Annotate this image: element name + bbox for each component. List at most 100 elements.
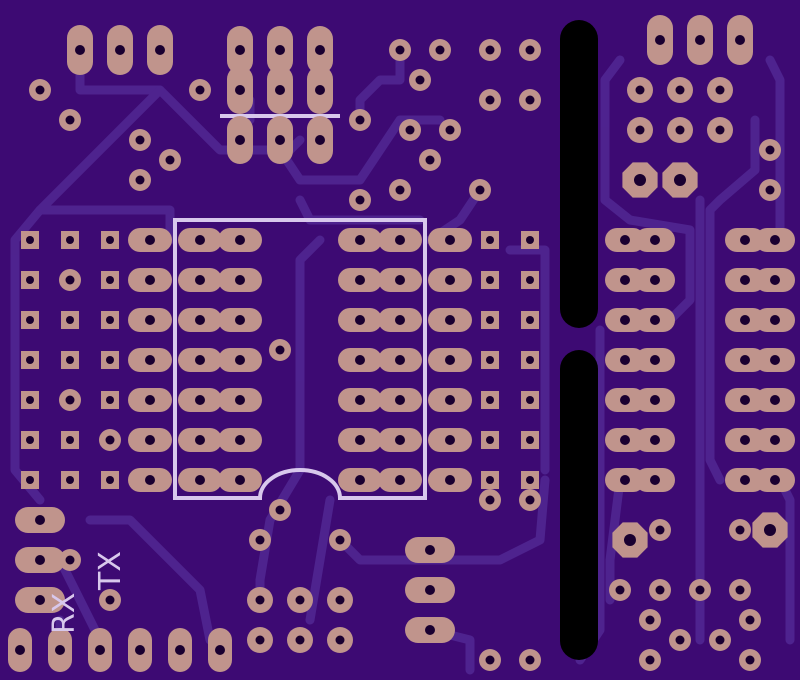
drill-hole — [275, 45, 285, 55]
drill-hole — [486, 476, 494, 484]
drill-hole — [145, 395, 155, 405]
drill-hole — [395, 315, 405, 325]
drill-hole — [65, 275, 75, 285]
drill-hole — [615, 585, 625, 595]
drill-hole — [106, 476, 114, 484]
drill-hole — [695, 35, 705, 45]
drill-hole — [35, 515, 45, 525]
drill-hole — [395, 355, 405, 365]
drill-hole — [620, 435, 630, 445]
drill-hole — [235, 85, 245, 95]
drill-hole — [650, 475, 660, 485]
drill-hole — [395, 45, 405, 55]
drill-hole — [145, 275, 155, 285]
drill-hole — [770, 475, 780, 485]
drill-hole — [645, 655, 655, 665]
drill-hole — [485, 655, 495, 665]
drill-hole — [65, 555, 75, 565]
drill-hole — [26, 476, 34, 484]
drill-hole — [650, 315, 660, 325]
drill-hole — [235, 435, 245, 445]
drill-hole — [650, 235, 660, 245]
drill-hole — [66, 236, 74, 244]
drill-hole — [195, 395, 205, 405]
drill-hole — [735, 35, 745, 45]
drill-hole — [355, 315, 365, 325]
drill-hole — [770, 435, 780, 445]
drill-hole — [525, 655, 535, 665]
drill-hole — [275, 85, 285, 95]
drill-hole — [195, 355, 205, 365]
drill-hole — [195, 315, 205, 325]
drill-hole — [740, 315, 750, 325]
drill-hole — [486, 276, 494, 284]
drill-hole — [445, 235, 455, 245]
drill-hole — [650, 355, 660, 365]
drill-hole — [315, 85, 325, 95]
drill-hole — [486, 356, 494, 364]
drill-hole — [526, 316, 534, 324]
drill-hole — [635, 125, 645, 135]
drill-hole — [355, 475, 365, 485]
drill-hole — [315, 45, 325, 55]
drill-hole — [335, 635, 345, 645]
drill-hole — [675, 85, 685, 95]
drill-hole — [195, 435, 205, 445]
drill-hole — [66, 356, 74, 364]
drill-hole — [335, 535, 345, 545]
drill-hole — [415, 75, 425, 85]
drill-hole — [525, 95, 535, 105]
drill-hole — [770, 395, 780, 405]
drill-hole — [195, 235, 205, 245]
drill-hole — [106, 396, 114, 404]
drill-hole — [26, 356, 34, 364]
drill-hole — [195, 85, 205, 95]
drill-hole — [115, 45, 125, 55]
drill-hole — [355, 395, 365, 405]
drill-hole — [526, 396, 534, 404]
drill-hole — [526, 236, 534, 244]
drill-hole — [355, 235, 365, 245]
drill-hole — [65, 115, 75, 125]
drill-hole — [445, 475, 455, 485]
drill-hole — [395, 275, 405, 285]
drill-hole — [355, 355, 365, 365]
drill-hole — [26, 276, 34, 284]
drill-hole — [745, 655, 755, 665]
drill-hole — [526, 476, 534, 484]
drill-hole — [655, 585, 665, 595]
drill-hole — [650, 435, 660, 445]
drill-hole — [255, 535, 265, 545]
milled-slot-lower — [560, 350, 598, 660]
drill-hole — [106, 236, 114, 244]
drill-hole — [95, 645, 105, 655]
drill-hole — [770, 275, 780, 285]
drill-hole — [435, 45, 445, 55]
drill-hole — [620, 355, 630, 365]
drill-hole — [275, 505, 285, 515]
drill-hole — [35, 85, 45, 95]
drill-hole — [486, 436, 494, 444]
drill-hole — [486, 236, 494, 244]
drill-hole — [55, 645, 65, 655]
drill-hole — [655, 525, 665, 535]
drill-hole — [135, 135, 145, 145]
drill-hole — [620, 475, 630, 485]
drill-hole — [195, 275, 205, 285]
drill-hole — [745, 615, 755, 625]
drill-hole — [275, 135, 285, 145]
drill-hole — [770, 235, 780, 245]
drill-hole — [145, 235, 155, 245]
drill-hole — [235, 315, 245, 325]
drill-hole — [620, 235, 630, 245]
drill-hole — [275, 345, 285, 355]
drill-hole — [335, 595, 345, 605]
drill-hole — [26, 396, 34, 404]
drill-hole — [195, 475, 205, 485]
drill-hole — [145, 315, 155, 325]
drill-hole — [445, 355, 455, 365]
drill-hole — [155, 45, 165, 55]
milled-slots — [560, 20, 598, 660]
drill-hole — [26, 236, 34, 244]
drill-hole — [486, 396, 494, 404]
